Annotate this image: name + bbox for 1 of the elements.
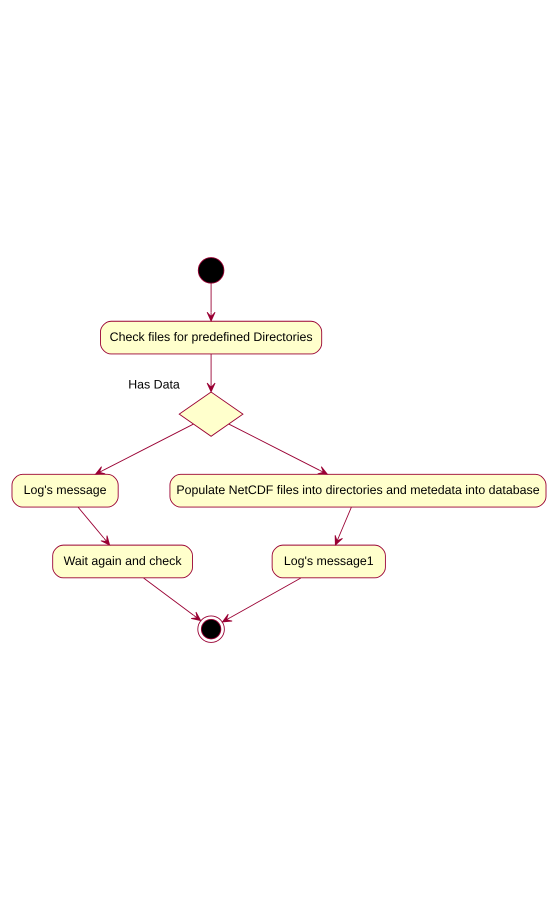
- node-label: Has Data: [128, 377, 180, 392]
